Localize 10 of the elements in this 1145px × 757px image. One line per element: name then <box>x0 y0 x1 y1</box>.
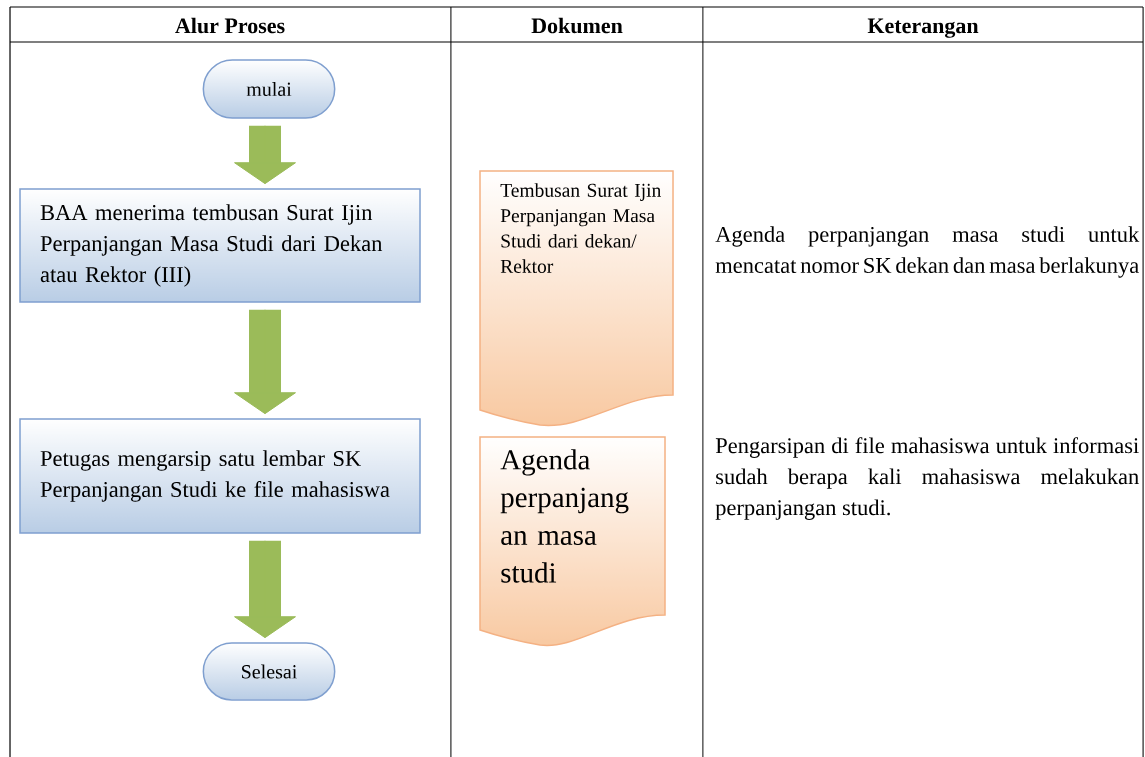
column-header: Keterangan <box>867 18 979 38</box>
block-arrow <box>234 540 296 639</box>
note-text: Pengarsipan di file mahasiswa untuk informasi sudah berapa kali mahasiswa melakukan perpanjangan studi. <box>715 437 1139 520</box>
block-arrow <box>234 125 296 185</box>
column-header: Alur Proses <box>175 17 285 34</box>
process-box: BAA menerima tembusan Surat Ijin Perpanjangan Masa Studi dari Dekan atau Rektor (III) <box>19 188 421 303</box>
block-arrow <box>234 309 296 415</box>
process-box: Petugas mengarsip satu lembar SK Perpanjangan Studi ke file mahasiswa <box>19 418 421 534</box>
note-text: Agenda perpanjangan masa studi untuk mencatat nomor SK dekan dan masa berlakunya <box>715 226 1140 278</box>
column-header: Dokumen <box>531 17 623 34</box>
